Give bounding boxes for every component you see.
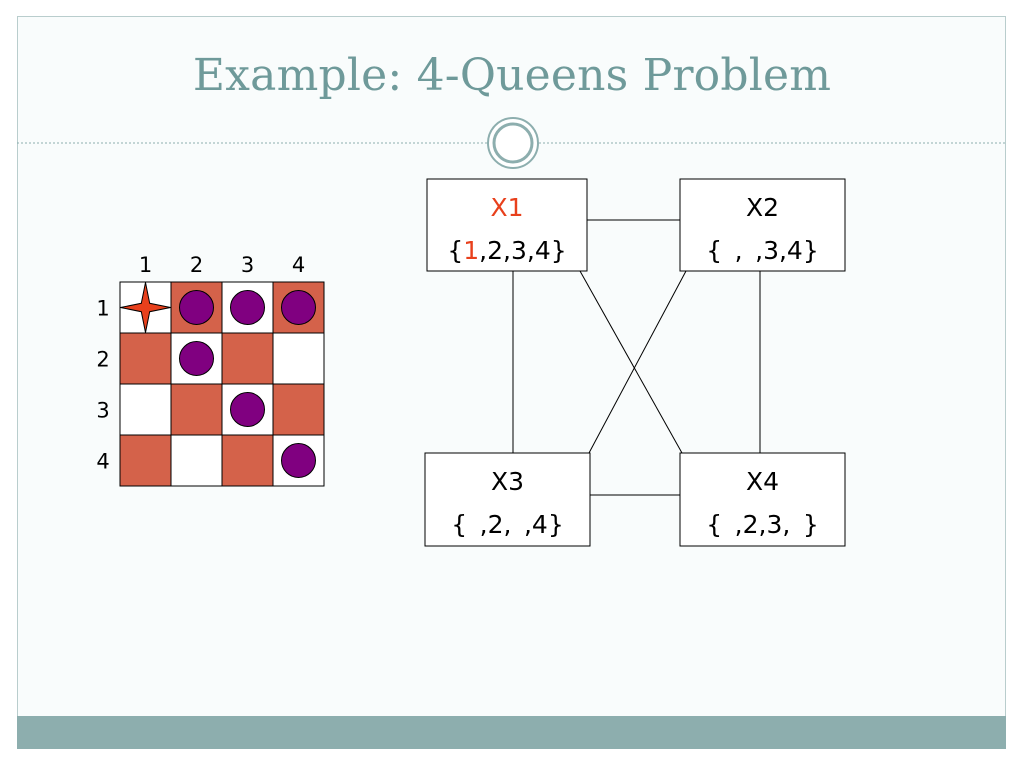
domain-value-4: 4 — [532, 510, 548, 539]
domain-value-1 — [722, 236, 735, 265]
domain-open-brace: { — [447, 236, 463, 265]
attacked-circle-icon-r2-c2 — [179, 341, 214, 376]
domain-value-3: 3 — [766, 510, 782, 539]
board-square-r4-c1 — [119, 434, 172, 487]
col-label-3: 3 — [241, 253, 254, 277]
node-name: X3 — [491, 467, 524, 496]
domain-separator: , — [735, 510, 743, 539]
domain-separator: , — [759, 510, 767, 539]
col-label-1: 1 — [139, 253, 152, 277]
node-name: X1 — [490, 193, 523, 222]
domain-open-brace: { — [451, 510, 467, 539]
node-x1: X1{1,2,3,4} — [426, 178, 588, 272]
board-square-r2-c3 — [221, 332, 274, 385]
node-box — [426, 178, 588, 272]
domain-close-brace: } — [551, 236, 567, 265]
node-domain: { ,2,3, } — [706, 510, 818, 539]
domain-value-2: 2 — [487, 236, 503, 265]
node-box — [424, 452, 591, 547]
node-domain: {1,2,3,4} — [447, 236, 566, 265]
domain-value-1 — [722, 510, 735, 539]
domain-value-4: 4 — [787, 236, 803, 265]
domain-open-brace: { — [706, 510, 722, 539]
node-domain: { ,2, ,4} — [451, 510, 563, 539]
board-square-r3-c2 — [170, 383, 223, 436]
domain-separator: , — [527, 236, 535, 265]
edge-x2-x3 — [588, 270, 687, 454]
domain-separator: , — [479, 236, 487, 265]
domain-value-1: 1 — [463, 236, 479, 265]
chess-board: 1 2 3 4 1 2 3 4 — [96, 253, 325, 487]
domain-separator: , — [524, 510, 532, 539]
edge-x1-x4 — [579, 270, 683, 454]
node-box — [679, 178, 846, 272]
board-square-r2-c4 — [272, 332, 325, 385]
domain-open-brace: { — [706, 236, 722, 265]
node-x4: X4{ ,2,3, } — [679, 452, 846, 547]
col-label-2: 2 — [190, 253, 203, 277]
domain-value-3 — [511, 510, 524, 539]
domain-close-brace: } — [803, 510, 819, 539]
domain-value-4: 4 — [535, 236, 551, 265]
domain-value-2: 2 — [488, 510, 504, 539]
node-x2: X2{ , ,3,4} — [679, 178, 846, 272]
slide-title: Example: 4-Queens Problem — [192, 50, 832, 101]
board-square-r2-c1 — [119, 332, 172, 385]
domain-value-2: 2 — [743, 510, 759, 539]
attacked-circle-icon-r1-c3 — [230, 290, 265, 325]
queen-four-point-star-icon — [120, 282, 171, 333]
attacked-circle-icon-r1-c2 — [179, 290, 214, 325]
board-square-r3-c1 — [119, 383, 172, 436]
domain-separator: , — [782, 510, 790, 539]
domain-value-4 — [790, 510, 803, 539]
domain-separator: , — [503, 236, 511, 265]
constraint-graph: X1{1,2,3,4}X2{ , ,3,4}X3{ ,2, ,4}X4{ ,2,… — [424, 178, 846, 547]
board-square-r4-c2 — [170, 434, 223, 487]
domain-separator: , — [755, 236, 763, 265]
row-label-4: 4 — [96, 450, 109, 474]
domain-value-1 — [467, 510, 480, 539]
attacked-circle-icon-r3-c3 — [230, 392, 265, 427]
domain-value-3: 3 — [511, 236, 527, 265]
row-label-1: 1 — [96, 297, 109, 321]
row-label-3: 3 — [96, 399, 109, 423]
domain-separator: , — [480, 510, 488, 539]
node-name: X2 — [746, 193, 779, 222]
row-label-2: 2 — [96, 348, 109, 372]
domain-separator: , — [779, 236, 787, 265]
domain-value-3: 3 — [763, 236, 779, 265]
domain-separator: , — [504, 510, 512, 539]
divider-ring-icon — [487, 117, 539, 169]
domain-close-brace: } — [803, 236, 819, 265]
attacked-circle-icon-r1-c4 — [281, 290, 316, 325]
col-label-4: 4 — [292, 253, 305, 277]
node-name: X4 — [746, 467, 779, 496]
board-square-r3-c4 — [272, 383, 325, 436]
footer-bar — [17, 716, 1006, 749]
domain-value-2 — [743, 236, 756, 265]
board-square-r4-c3 — [221, 434, 274, 487]
domain-separator: , — [735, 236, 743, 265]
domain-close-brace: } — [548, 510, 564, 539]
node-x3: X3{ ,2, ,4} — [424, 452, 591, 547]
attacked-circle-icon-r4-c4 — [281, 443, 316, 478]
node-domain: { , ,3,4} — [706, 236, 818, 265]
node-box — [679, 452, 846, 547]
